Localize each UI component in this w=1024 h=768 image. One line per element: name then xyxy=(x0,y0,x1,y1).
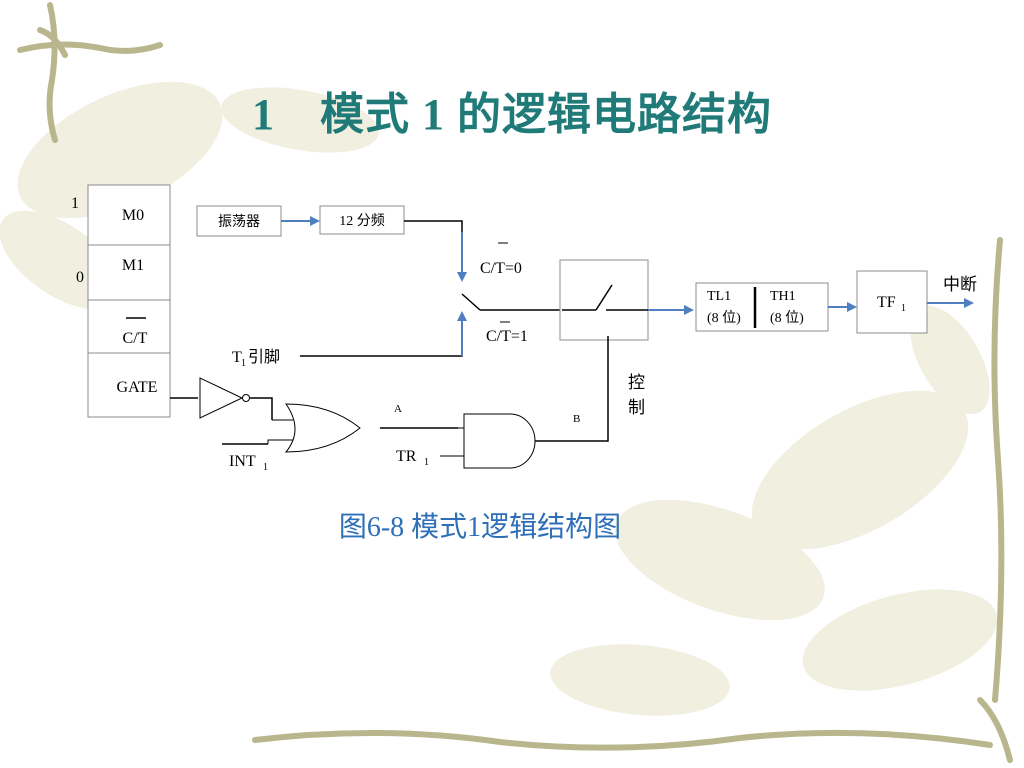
tmod-register: M0 M1 C/T GATE 1 0 xyxy=(71,184,171,418)
leaf-shape xyxy=(802,589,998,691)
clock-source: 振荡器 12 分频 xyxy=(196,205,467,282)
tf1-label-sub: 1 xyxy=(901,303,906,314)
ct0-label: C/T=0 xyxy=(480,260,522,277)
slide-title: 1 模式 1 的逻辑电路结构 xyxy=(252,90,772,139)
wire-divider-out xyxy=(404,220,463,232)
t1-pin-label-main: T xyxy=(232,349,242,366)
figure-caption: 图6-8 模式1逻辑结构图 xyxy=(338,512,622,543)
oscillator-box xyxy=(196,205,282,237)
leaf-shape xyxy=(751,390,969,550)
oscillator-label: 振荡器 xyxy=(218,214,260,230)
wire-a-label: A xyxy=(394,403,402,415)
control-switch-box xyxy=(559,259,649,341)
register-gate: GATE xyxy=(117,379,158,396)
vine-decoration xyxy=(17,2,1013,763)
wire-b xyxy=(535,336,609,442)
side-label-1: 1 xyxy=(71,195,79,212)
leaf-shape xyxy=(221,87,379,153)
leaf-shape xyxy=(910,305,990,415)
leaf-shape xyxy=(615,499,825,621)
side-label-0: 0 xyxy=(76,269,84,286)
ct1-label: C/T=1 xyxy=(486,328,528,345)
int1-label-main: INT xyxy=(229,453,256,470)
th1-name: TH1 xyxy=(770,289,796,304)
int1-label-sub: 1 xyxy=(263,462,268,473)
control-label-2: 制 xyxy=(628,398,645,417)
or-gate xyxy=(284,403,361,453)
th1-bits: (8 位) xyxy=(770,310,804,326)
register-m1: M1 xyxy=(122,257,144,274)
divider-box xyxy=(319,205,405,235)
register-ct: C/T xyxy=(123,330,148,347)
tl1-bits: (8 位) xyxy=(707,310,741,326)
tf1-box xyxy=(856,270,928,334)
counter-box xyxy=(695,282,829,332)
leaf-shape xyxy=(17,81,223,219)
tr1-label-main: TR xyxy=(396,448,417,465)
divider-label: 12 分频 xyxy=(339,213,385,229)
interrupt-label: 中断 xyxy=(943,275,977,294)
selector-switch xyxy=(461,293,481,311)
control-label-1: 控 xyxy=(628,373,645,392)
control-switch-blade xyxy=(595,284,613,311)
t1-pin-label-sub: 1 xyxy=(241,358,246,369)
wire-t1-pin xyxy=(300,330,463,357)
not-gate xyxy=(199,377,244,419)
tf1-label-main: TF xyxy=(877,294,896,311)
and-gate xyxy=(463,413,536,469)
t1-pin-label-suffix: 引脚 xyxy=(248,348,280,366)
wire-b-label: B xyxy=(573,413,580,425)
tl1-name: TL1 xyxy=(707,289,731,304)
not-gate-bubble xyxy=(242,394,250,402)
leaf-shape xyxy=(550,644,730,716)
register-m0: M0 xyxy=(122,207,144,224)
tr1-label-sub: 1 xyxy=(424,457,429,468)
